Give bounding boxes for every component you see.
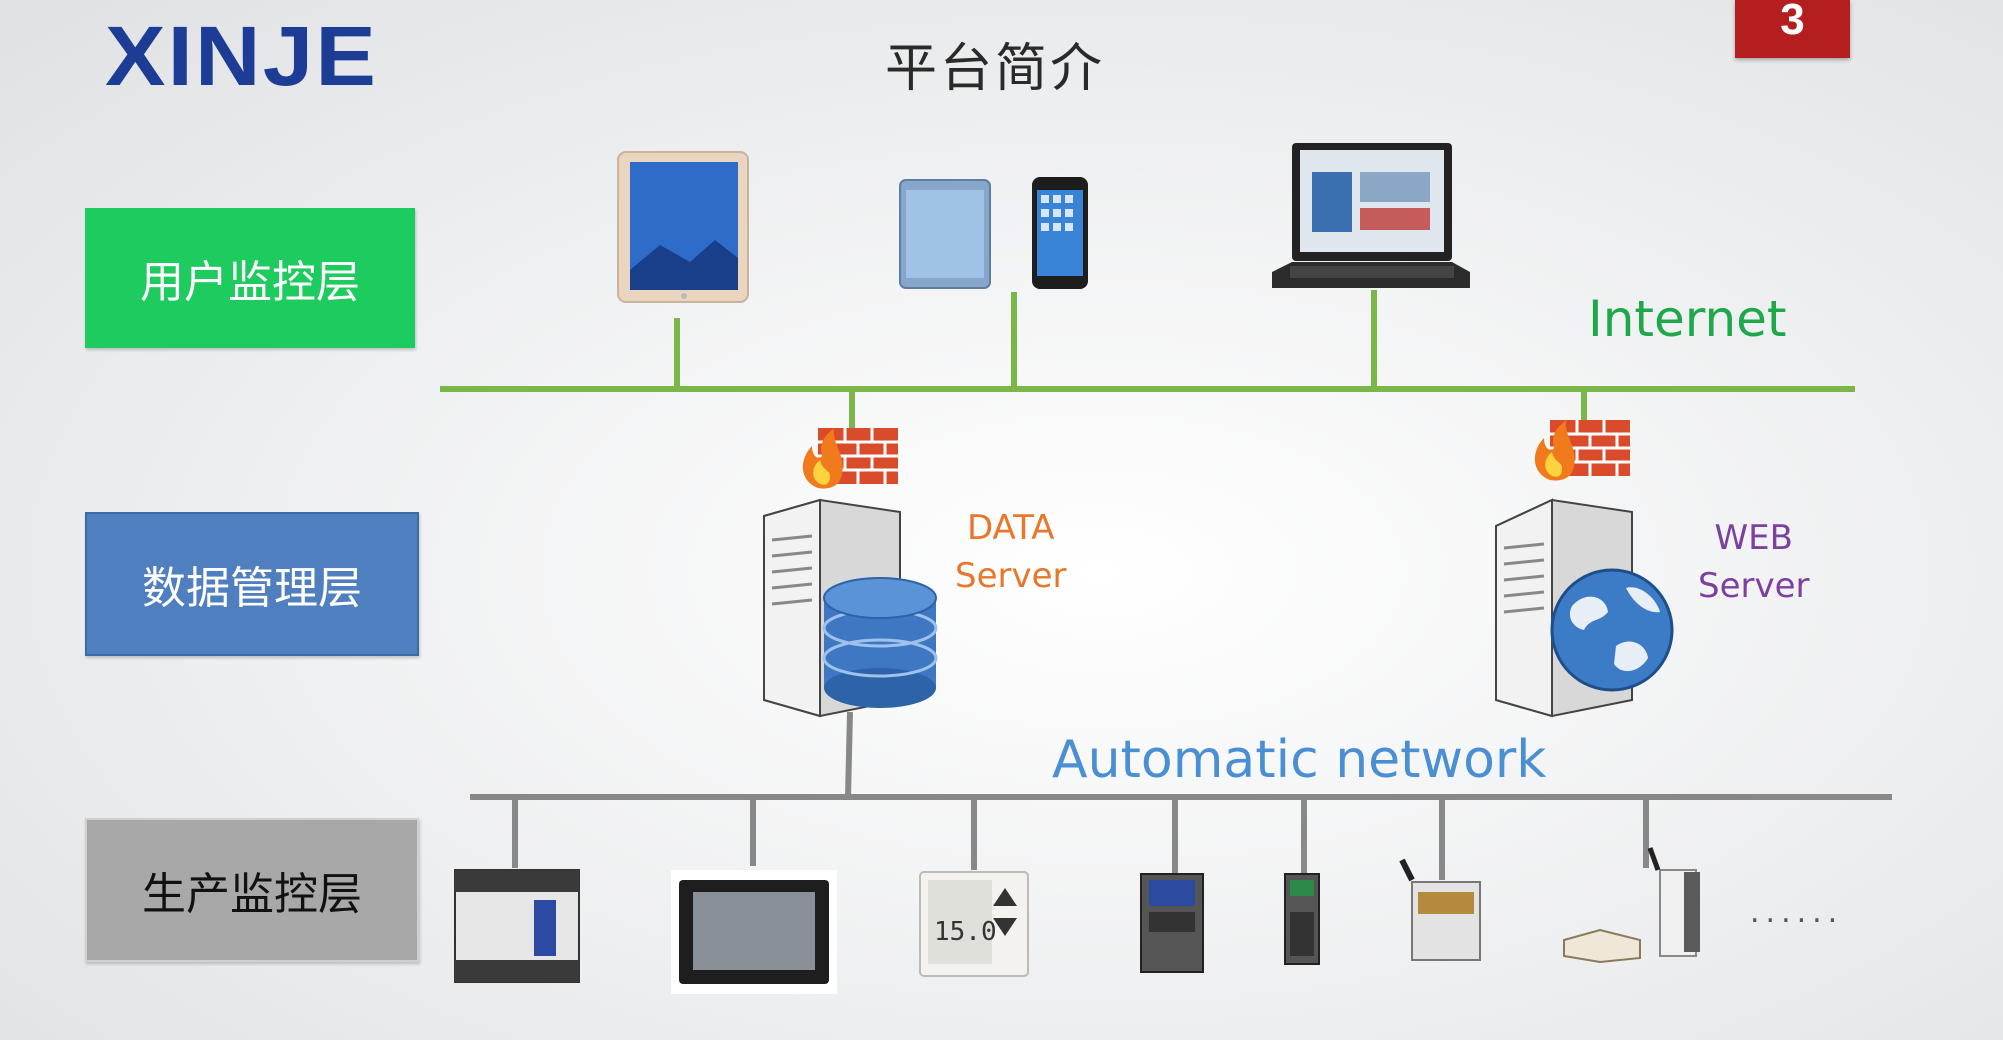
communication-module-device [1563,847,1700,964]
web-server-label-line1: WEB [1714,518,1793,558]
production-monitoring-layer-label: 生产监控层 [85,818,419,962]
data-server-label-line1: DATA [966,508,1055,548]
internet-network-label: Internet [1588,290,1787,348]
laptop-device [1272,143,1470,288]
web-server-label: WEB Server [1698,514,1810,610]
data-server-label-line2: Server [955,556,1067,596]
thermostat-device: 15.0 [919,871,1029,977]
more-devices-ellipsis: ...... [1750,895,1844,930]
data-server-label: DATA Server [955,504,1067,600]
wireless-gateway-device [1399,858,1481,961]
web-server-label-line2: Server [1698,566,1810,606]
firewall-icon [1534,420,1630,481]
data-management-layer-label: 数据管理层 [85,512,419,656]
servo-drive-device [1284,873,1320,965]
inverter-device [1140,873,1204,973]
user-monitoring-layer-label: 用户监控层 [85,208,415,348]
firewall-icon [802,428,898,489]
page-number-badge: 3 [1735,0,1850,58]
automatic-network-bus [470,711,1892,880]
data-server-icon [763,498,938,718]
plc-device [454,869,580,983]
svg-text:15.0: 15.0 [934,917,997,947]
tablet-device [617,151,749,303]
hmi-touchscreen-device [671,870,837,994]
automatic-network-label: Automatic network [1052,730,1547,790]
xinje-logo: XINJE [105,9,379,103]
page-title: 平台简介 [885,39,1106,99]
internet-bus [440,290,1855,432]
smartphone-device [899,177,1088,289]
web-server-icon [1495,498,1674,718]
